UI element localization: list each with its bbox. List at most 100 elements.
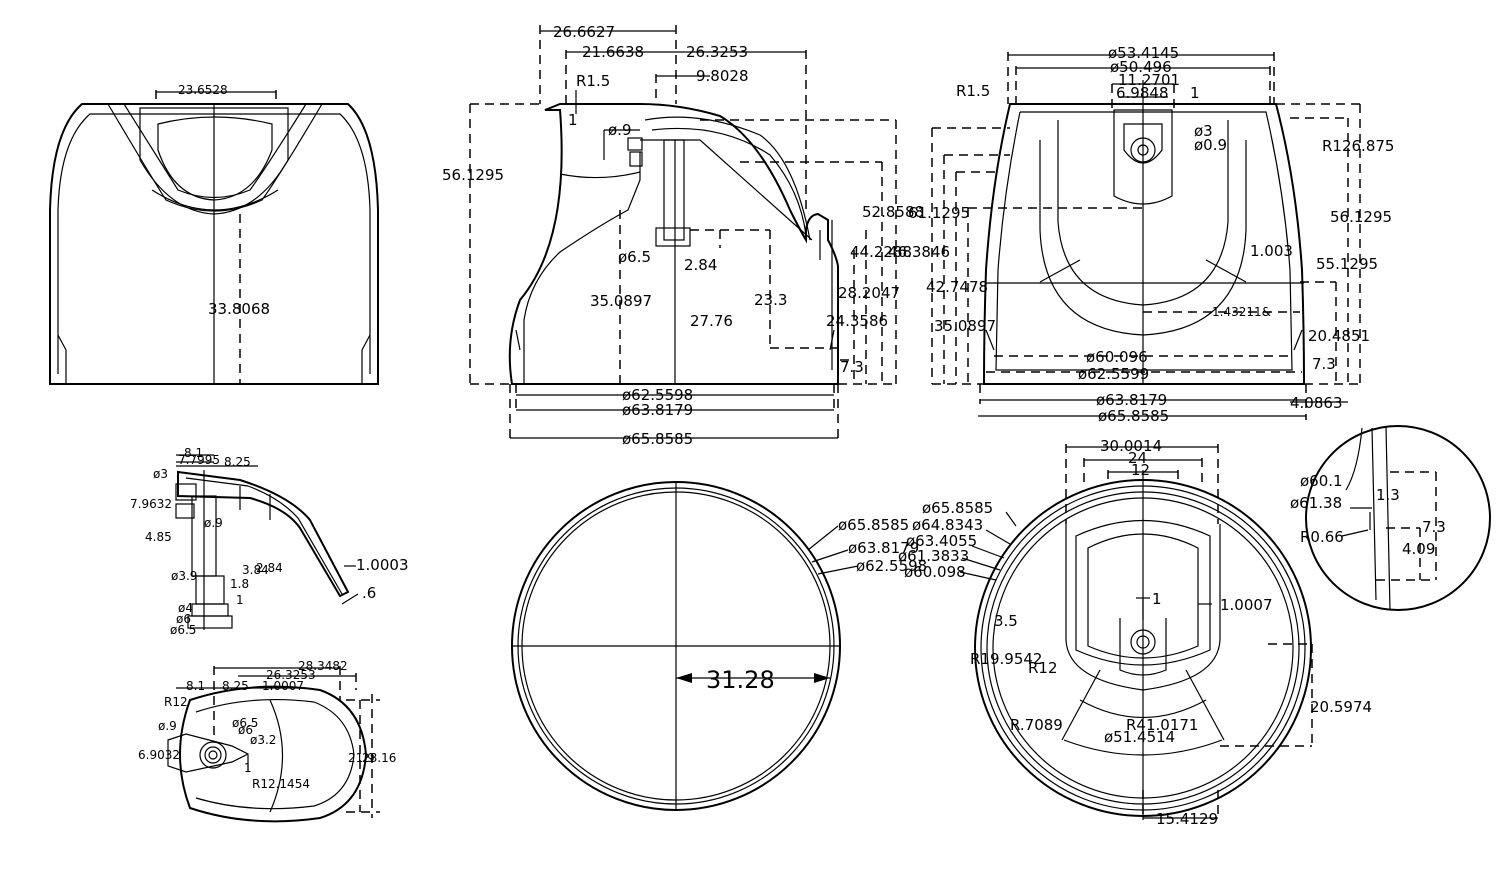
top-right-a: 21.9 xyxy=(348,751,375,765)
rear-b5: 4.0863 xyxy=(1290,394,1343,412)
side-base-d2: ø63.8179 xyxy=(622,401,693,419)
side-h-24: 24.3586 xyxy=(826,312,888,330)
detail-circle-view: ø60.1 1.3 ø61.38 7.3 R0.66 4.09 xyxy=(1290,425,1491,611)
rear-w4: 6.9848 xyxy=(1116,84,1169,102)
plan-view: 30.0014 24 12 ø65.8585 ø64.8343 ø63.4055… xyxy=(898,437,1372,828)
detail-d1: ø60.1 xyxy=(1300,472,1343,490)
faucet-h4: 4.85 xyxy=(145,530,172,544)
faucet-detail-view: 8.1 7.7995 8.25 ø3 7.9632 ø.9 4.85 ø3.9 … xyxy=(130,446,409,637)
rear-radius: R1.5 xyxy=(956,82,990,100)
side-hole-d: ø6.5 xyxy=(618,248,651,266)
top-step: 1 xyxy=(244,761,252,775)
base-radius: 31.28 xyxy=(706,666,775,694)
plan-r-a: R19.9542 xyxy=(970,650,1042,668)
front-height: 33.8068 xyxy=(208,300,270,318)
detail-h2: 7.3 xyxy=(1422,518,1446,536)
rear-big-radius: R126.875 xyxy=(1322,137,1394,155)
plan-h-right: 20.5974 xyxy=(1310,698,1372,716)
faucet-h5: ø3.9 xyxy=(171,569,197,583)
side-section-view: 26.6627 21.6638 26.3253 9.8028 R1.5 1 ø.… xyxy=(442,23,924,448)
side-d-top4: 9.8028 xyxy=(696,67,749,85)
faucet-h8: ø6.5 xyxy=(170,623,196,637)
side-h-44: 44.2288 xyxy=(850,243,912,261)
top-d4: 8.25 xyxy=(222,679,249,693)
rear-h-left4: 35.0897 xyxy=(934,317,996,335)
top-h3: ø6 xyxy=(238,723,253,737)
rear-b4: ø65.8585 xyxy=(1098,407,1169,425)
rear-b3: ø63.8179 xyxy=(1096,391,1167,409)
faucet-h1: ø3 xyxy=(153,467,168,481)
top-d3: 8.1 xyxy=(186,679,205,693)
rear-small: 1.43211& xyxy=(1212,305,1271,319)
base-d2: ø63.8179 xyxy=(848,539,919,557)
top-h1: ø.9 xyxy=(158,719,177,733)
top-right-b: 28.16 xyxy=(362,751,396,765)
faucet-s1: 3.84 xyxy=(242,563,269,577)
side-d-top1: 26.6627 xyxy=(553,23,615,41)
faucet-h7: ø6 xyxy=(176,612,191,626)
plan-d3: ø63.4055 xyxy=(906,532,977,550)
top-detail-view: 28.3482 26.3253 8.1 8.25 1.0007 R12 ø.9 … xyxy=(138,659,396,823)
rear-h-left2: 46.3846 xyxy=(888,243,950,261)
plan-side: 1.0007 xyxy=(1220,596,1273,614)
top-w1: 6.9032 xyxy=(138,748,180,762)
detail-h1: 1.3 xyxy=(1376,486,1400,504)
side-h-inner: 35.0897 xyxy=(590,292,652,310)
faucet-thick: 1.0003 xyxy=(356,556,409,574)
plan-r-small: 3.5 xyxy=(994,612,1018,630)
front-top-width: 23.6528 xyxy=(178,83,228,97)
faucet-s4: 1 xyxy=(236,593,244,607)
plan-w2: 24 xyxy=(1128,449,1147,467)
side-h-27: 27.76 xyxy=(690,312,733,330)
faucet-s3: 1.8 xyxy=(230,577,249,591)
side-d-top3: 26.3253 xyxy=(686,43,748,61)
rear-h-right1: 56.1295 xyxy=(1330,208,1392,226)
side-step: 1 xyxy=(568,111,578,129)
rear-w2: ø50.496 xyxy=(1110,58,1172,76)
side-radius: R1.5 xyxy=(576,72,610,90)
rear-h-20: 20.4851 xyxy=(1308,327,1370,345)
rear-b1: ø60.096 xyxy=(1086,348,1148,366)
faucet-d3: 8.25 xyxy=(224,455,251,469)
detail-h3: 4.09 xyxy=(1402,540,1435,558)
detail-d2: ø61.38 xyxy=(1290,494,1342,512)
faucet-d1: 8.1 xyxy=(184,446,203,460)
plan-r-c: R.7089 xyxy=(1010,716,1063,734)
side-h-28: 28.2047 xyxy=(838,284,900,302)
plan-d2: ø64.8343 xyxy=(912,516,983,534)
plan-r-d: R41.0171 xyxy=(1126,716,1198,734)
top-h2: ø6.5 xyxy=(232,716,258,730)
rear-wall: 1.003 xyxy=(1250,242,1293,260)
top-d1: 28.3482 xyxy=(298,659,348,673)
faucet-s2: 2.84 xyxy=(256,561,283,575)
side-hole-top: ø.9 xyxy=(608,121,632,139)
front-view: 23.6528 33.8068 xyxy=(49,83,379,385)
faucet-tip: .6 xyxy=(362,584,376,602)
top-r1: R12 xyxy=(164,695,188,709)
side-offset: 2.84 xyxy=(684,256,717,274)
rear-hole2: ø0.9 xyxy=(1194,136,1227,154)
side-base-d1: ø62.5598 xyxy=(622,386,693,404)
plan-w-bottom: 15.4129 xyxy=(1156,810,1218,828)
rear-w3: 11.2701 xyxy=(1118,71,1180,89)
rear-b2: ø62.5599 xyxy=(1078,365,1149,383)
side-h-23: 23.3 xyxy=(754,291,787,309)
plan-w3: 12 xyxy=(1131,461,1150,479)
top-d2: 26.3253 xyxy=(266,668,316,682)
base-d1: ø65.8585 xyxy=(838,516,909,534)
rear-h-left1: 61.1295 xyxy=(908,204,970,222)
rear-h-right2: 55.1295 xyxy=(1316,255,1378,273)
plan-w1: 30.0014 xyxy=(1100,437,1162,455)
plan-d6: ø51.4514 xyxy=(1104,728,1175,746)
top-d5: 1.0007 xyxy=(262,679,304,693)
base-d3: ø62.5598 xyxy=(856,557,927,575)
rear-hole1: ø3 xyxy=(1194,122,1213,140)
faucet-h3: ø.9 xyxy=(204,516,223,530)
side-base-d3: ø65.8585 xyxy=(622,430,693,448)
side-h-7: 7.3 xyxy=(840,358,864,376)
side-h-52: 52.8588 xyxy=(862,203,924,221)
top-r2: R12.1454 xyxy=(252,777,310,791)
rear-h-left3: 42.7478 xyxy=(926,278,988,296)
